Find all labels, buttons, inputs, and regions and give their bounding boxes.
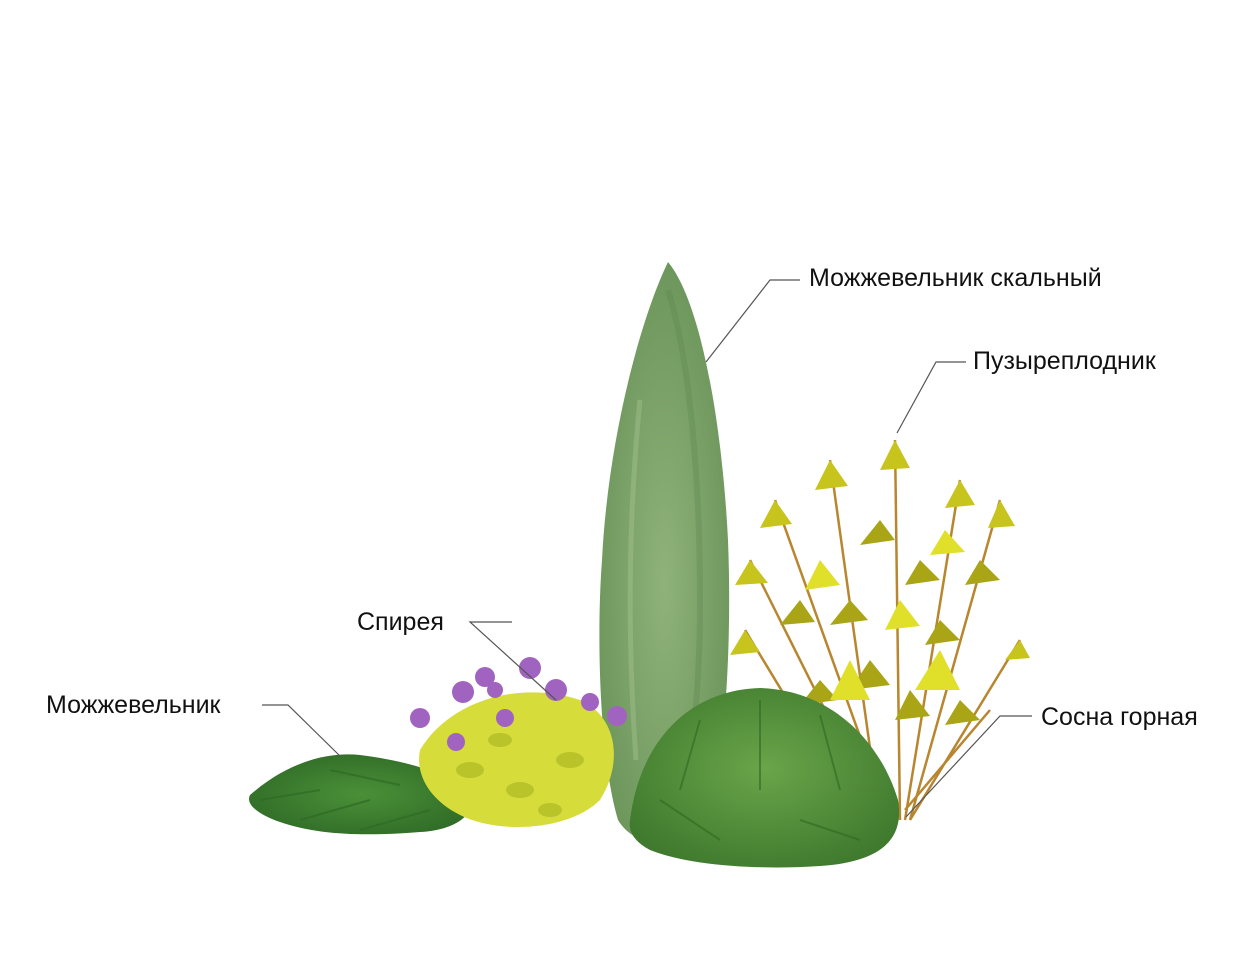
- label-mountain-pine: Сосна горная: [1041, 703, 1198, 731]
- label-juniper-rock: Можжевельник скальный: [809, 264, 1102, 292]
- spiraea-plant: [410, 657, 627, 827]
- label-spiraea: Спирея: [357, 608, 444, 636]
- juniper-plant: [249, 754, 473, 835]
- label-juniper: Можжевельник: [46, 691, 221, 719]
- label-physocarpus: Пузыреплодник: [973, 347, 1156, 375]
- leader-lines: [262, 279, 1032, 818]
- mountain-pine-plant: [629, 688, 900, 868]
